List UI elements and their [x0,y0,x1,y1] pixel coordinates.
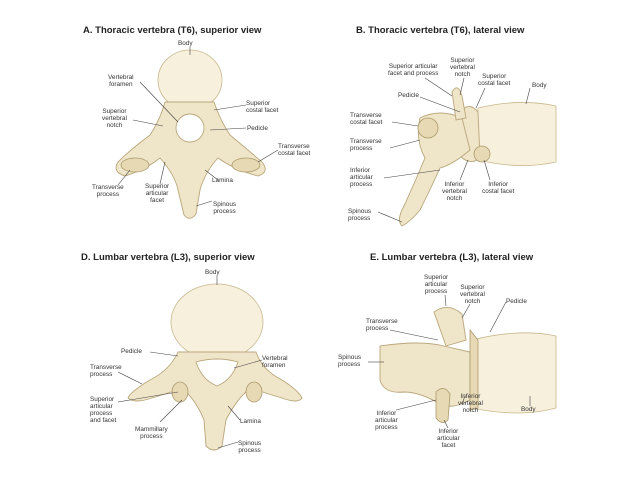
label-pedicle: Pedicle [247,125,268,132]
label-body: Body [178,40,193,47]
label-inferior-articular-process: Inferior articular process [350,167,373,188]
label-pedicle: Pedicle [398,92,419,99]
thoracic-superior-illustration [115,49,266,219]
panel-b-title: B. Thoracic vertebra (T6), lateral view [356,25,525,36]
label-body: Body [521,406,536,413]
label-transverse-process: Transverse process [350,138,382,152]
label-inferior-vertebral-notch: Inferior vertebral notch [458,393,483,414]
label-inferior-vertebral-notch: Inferior vertebral notch [442,181,467,202]
label-spinous-process: Spinous process [348,208,372,222]
panel-e-title: E. Lumbar vertebra (L3), lateral view [370,252,534,263]
label-superior-articular-process: Superior articular process [424,274,449,295]
label-vertebral-foramen: Vertebral foramen [262,355,288,369]
label-superior-vertebral-notch: Superior vertebral notch [460,284,485,305]
label-superior-costal-facet: Superior costal facet [478,73,511,87]
thoracic-lateral-illustration [399,87,557,227]
label-pedicle: Pedicle [506,298,527,305]
label-lamina: Lamina [240,418,261,425]
label-spinous-process: Spinous process [238,440,262,454]
label-superior-articular-facet: Superior articular facet [145,183,170,204]
lumbar-lateral-illustration [379,307,557,423]
label-lamina: Lamina [212,177,233,184]
label-superior-vertebral-notch: Superior vertebral notch [102,108,127,129]
leader-lines [117,47,531,449]
label-inferior-costal-facet: Inferior costal facet [482,181,515,195]
label-superior-vertebral-notch: Superior vertebral notch [450,57,475,78]
lumbar-superior-illustration [127,283,303,451]
label-body: Body [205,269,220,276]
label-spinous-process: Spinous process [213,201,237,215]
label-body: Body [532,82,547,89]
label-superior-articular-facet-and-process: Superior articular facet and process [388,63,439,77]
panel-d-title: D. Lumbar vertebra (L3), superior view [81,252,255,263]
label-vertebral-foramen: Vertebral foramen [108,74,134,88]
label-mammillary-process: Mammillary process [135,426,168,440]
label-inferior-articular-process: Inferior articular process [375,410,398,431]
label-transverse-costal-facet: Transverse costal facet [350,112,383,126]
label-transverse-process: Transverse process [366,318,398,332]
panel-a-title: A. Thoracic vertebra (T6), superior view [83,25,262,36]
label-inferior-articular-facet: Inferior articular facet [437,428,460,449]
label-superior-costal-facet: Superior costal facet [246,100,279,114]
label-spinous-process: Spinous process [338,354,362,368]
label-pedicle: Pedicle [121,348,142,355]
label-transverse-costal-facet: Transverse costal facet [278,143,311,157]
label-transverse-process: Transverse process [90,364,122,378]
label-superior-articular-process-and-facet: Superior articular process and facet [90,396,117,424]
label-transverse-process: Transverse process [92,184,124,198]
